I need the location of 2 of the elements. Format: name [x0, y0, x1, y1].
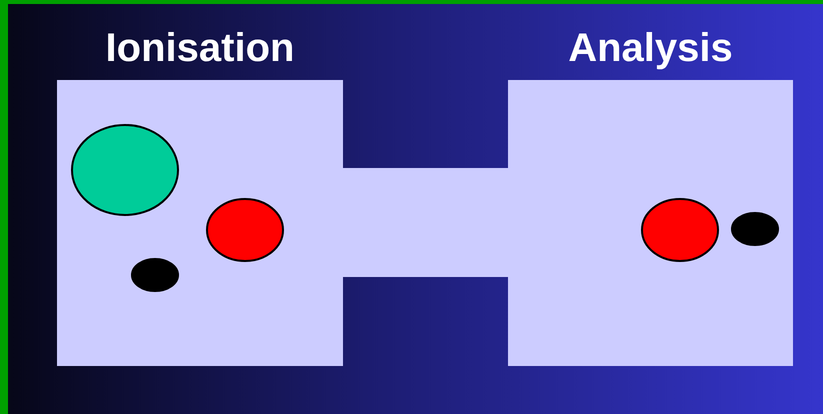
chamber-heading: Ionisation: [104, 25, 296, 72]
chamber-heading: Analysis: [567, 25, 734, 72]
